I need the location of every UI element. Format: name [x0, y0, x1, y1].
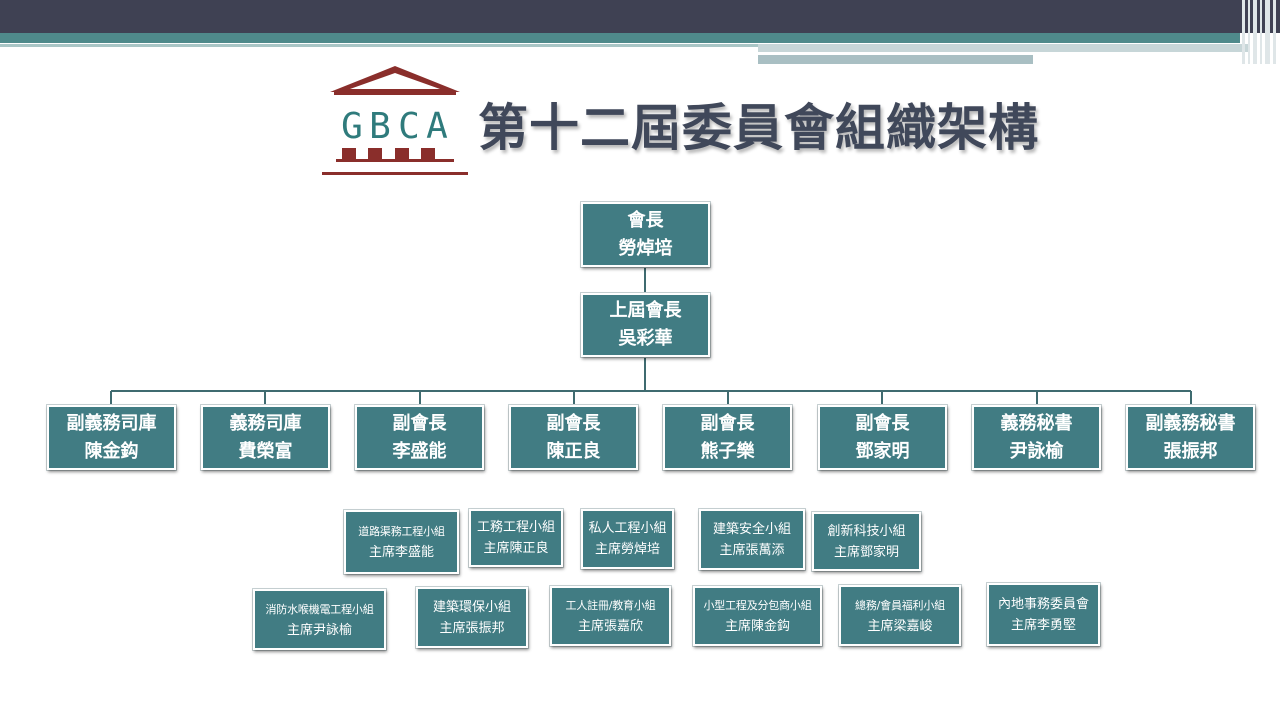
- officer-role: 義務司庫: [229, 412, 302, 434]
- president-box: 會長 勞焯培: [581, 202, 710, 267]
- committee-name: 私人工程小組: [588, 521, 667, 536]
- committee-box: 創新科技小組 主席鄧家明: [812, 512, 921, 571]
- officer-name: 陳金鈎: [84, 440, 139, 462]
- page-title: 第十二屆委員會組織架構: [478, 99, 1039, 157]
- committee-box: 總務/會員福利小組 主席梁嘉峻: [839, 585, 961, 646]
- committee-name: 消防水喉機電工程小組: [265, 602, 374, 616]
- committee-box: 消防水喉機電工程小組 主席尹詠榆: [253, 589, 386, 650]
- officer-box: 副會長 熊子樂: [663, 405, 792, 470]
- officer-role: 義務秘書: [1000, 412, 1073, 434]
- committee-name: 工務工程小組: [476, 520, 555, 535]
- header-white-line: [1030, 52, 1185, 54]
- committee-name: 小型工程及分包商小組: [703, 599, 812, 612]
- header-teal-band: [0, 33, 1240, 43]
- officer-role: 副義務司庫: [66, 412, 157, 434]
- officer-box: 義務司庫 費榮富: [201, 405, 330, 470]
- officer-name: 費榮富: [238, 440, 293, 462]
- past-president-box: 上屆會長 吳彩華: [581, 293, 710, 357]
- committee-box: 建築環保小組 主席張振邦: [416, 587, 528, 648]
- committee-chair: 主席陳金鈎: [724, 619, 790, 634]
- header-grey-bar: [758, 55, 1033, 64]
- committee-name: 創新科技小組: [827, 523, 906, 539]
- committee-chair: 主席張振邦: [439, 620, 505, 636]
- header-dark-band: [0, 0, 1280, 33]
- committee-box: 工務工程小組 主席陳正良: [469, 509, 563, 567]
- past-president-role: 上屆會長: [609, 300, 682, 321]
- committee-box: 道路渠務工程小組 主席李盛能: [344, 510, 459, 574]
- president-role: 會長: [627, 209, 664, 231]
- committee-box: 私人工程小組 主席勞焯培: [581, 509, 674, 569]
- officer-box: 副會長 鄧家明: [818, 405, 947, 470]
- header-stripes: [1240, 0, 1280, 64]
- committee-chair: 主席尹詠榆: [286, 622, 352, 638]
- committee-chair: 主席梁嘉峻: [867, 618, 933, 634]
- committee-box: 工人註冊/教育小組 主席張嘉欣: [550, 586, 671, 646]
- officer-role: 副會長: [392, 412, 447, 434]
- officer-name: 熊子樂: [700, 440, 755, 462]
- logo-letter-g: G: [341, 106, 363, 147]
- officer-role: 副會長: [700, 412, 755, 434]
- committee-chair: 主席張嘉欣: [577, 619, 643, 634]
- officer-box: 義務秘書 尹詠榆: [972, 405, 1101, 470]
- committee-chair: 主席勞焯培: [594, 542, 660, 557]
- officer-box: 副會長 李盛能: [355, 405, 484, 470]
- officer-role: 副會長: [546, 412, 601, 434]
- committee-name: 工人註冊/教育小組: [565, 599, 656, 612]
- committee-chair: 主席李勇堅: [1010, 617, 1076, 633]
- officer-box: 副義務司庫 陳金鈎: [47, 405, 176, 470]
- president-name: 勞焯培: [618, 237, 673, 259]
- past-president-name: 吳彩華: [618, 328, 673, 349]
- committee-name: 道路渠務工程小組: [358, 525, 445, 538]
- officer-box: 副會長 陳正良: [509, 405, 638, 470]
- gbca-logo: G B C A: [322, 66, 468, 175]
- committee-chair: 主席陳正良: [483, 541, 549, 556]
- committee-box: 建築安全小組 主席張萬添: [699, 509, 805, 570]
- officer-name: 李盛能: [392, 440, 447, 462]
- officer-name: 尹詠榆: [1009, 440, 1064, 462]
- officer-role: 副會長: [855, 412, 910, 434]
- logo-letter-a: A: [426, 106, 448, 147]
- header-teal-thin-band: [0, 44, 760, 47]
- committee-name: 內地事務委員會: [997, 596, 1089, 612]
- committee-chair: 主席李盛能: [368, 545, 434, 560]
- committee-box: 小型工程及分包商小組 主席陳金鈎: [693, 586, 822, 646]
- committee-name: 建築安全小組: [712, 521, 791, 537]
- committee-box: 內地事務委員會 主席李勇堅: [987, 583, 1100, 646]
- committee-chair: 主席鄧家明: [833, 544, 899, 560]
- committee-name: 總務/會員福利小組: [855, 598, 945, 612]
- logo-letter-c: C: [398, 106, 420, 147]
- officer-role: 副義務秘書: [1145, 412, 1236, 434]
- officer-name: 鄧家明: [855, 440, 910, 462]
- header-grey-band: [758, 44, 1248, 52]
- officer-box: 副義務秘書 張振邦: [1126, 405, 1255, 470]
- officer-name: 陳正良: [546, 440, 601, 462]
- logo-letter-b: B: [369, 106, 391, 147]
- committee-name: 建築環保小組: [432, 599, 511, 615]
- committee-chair: 主席張萬添: [719, 542, 785, 558]
- officer-name: 張振邦: [1163, 440, 1218, 462]
